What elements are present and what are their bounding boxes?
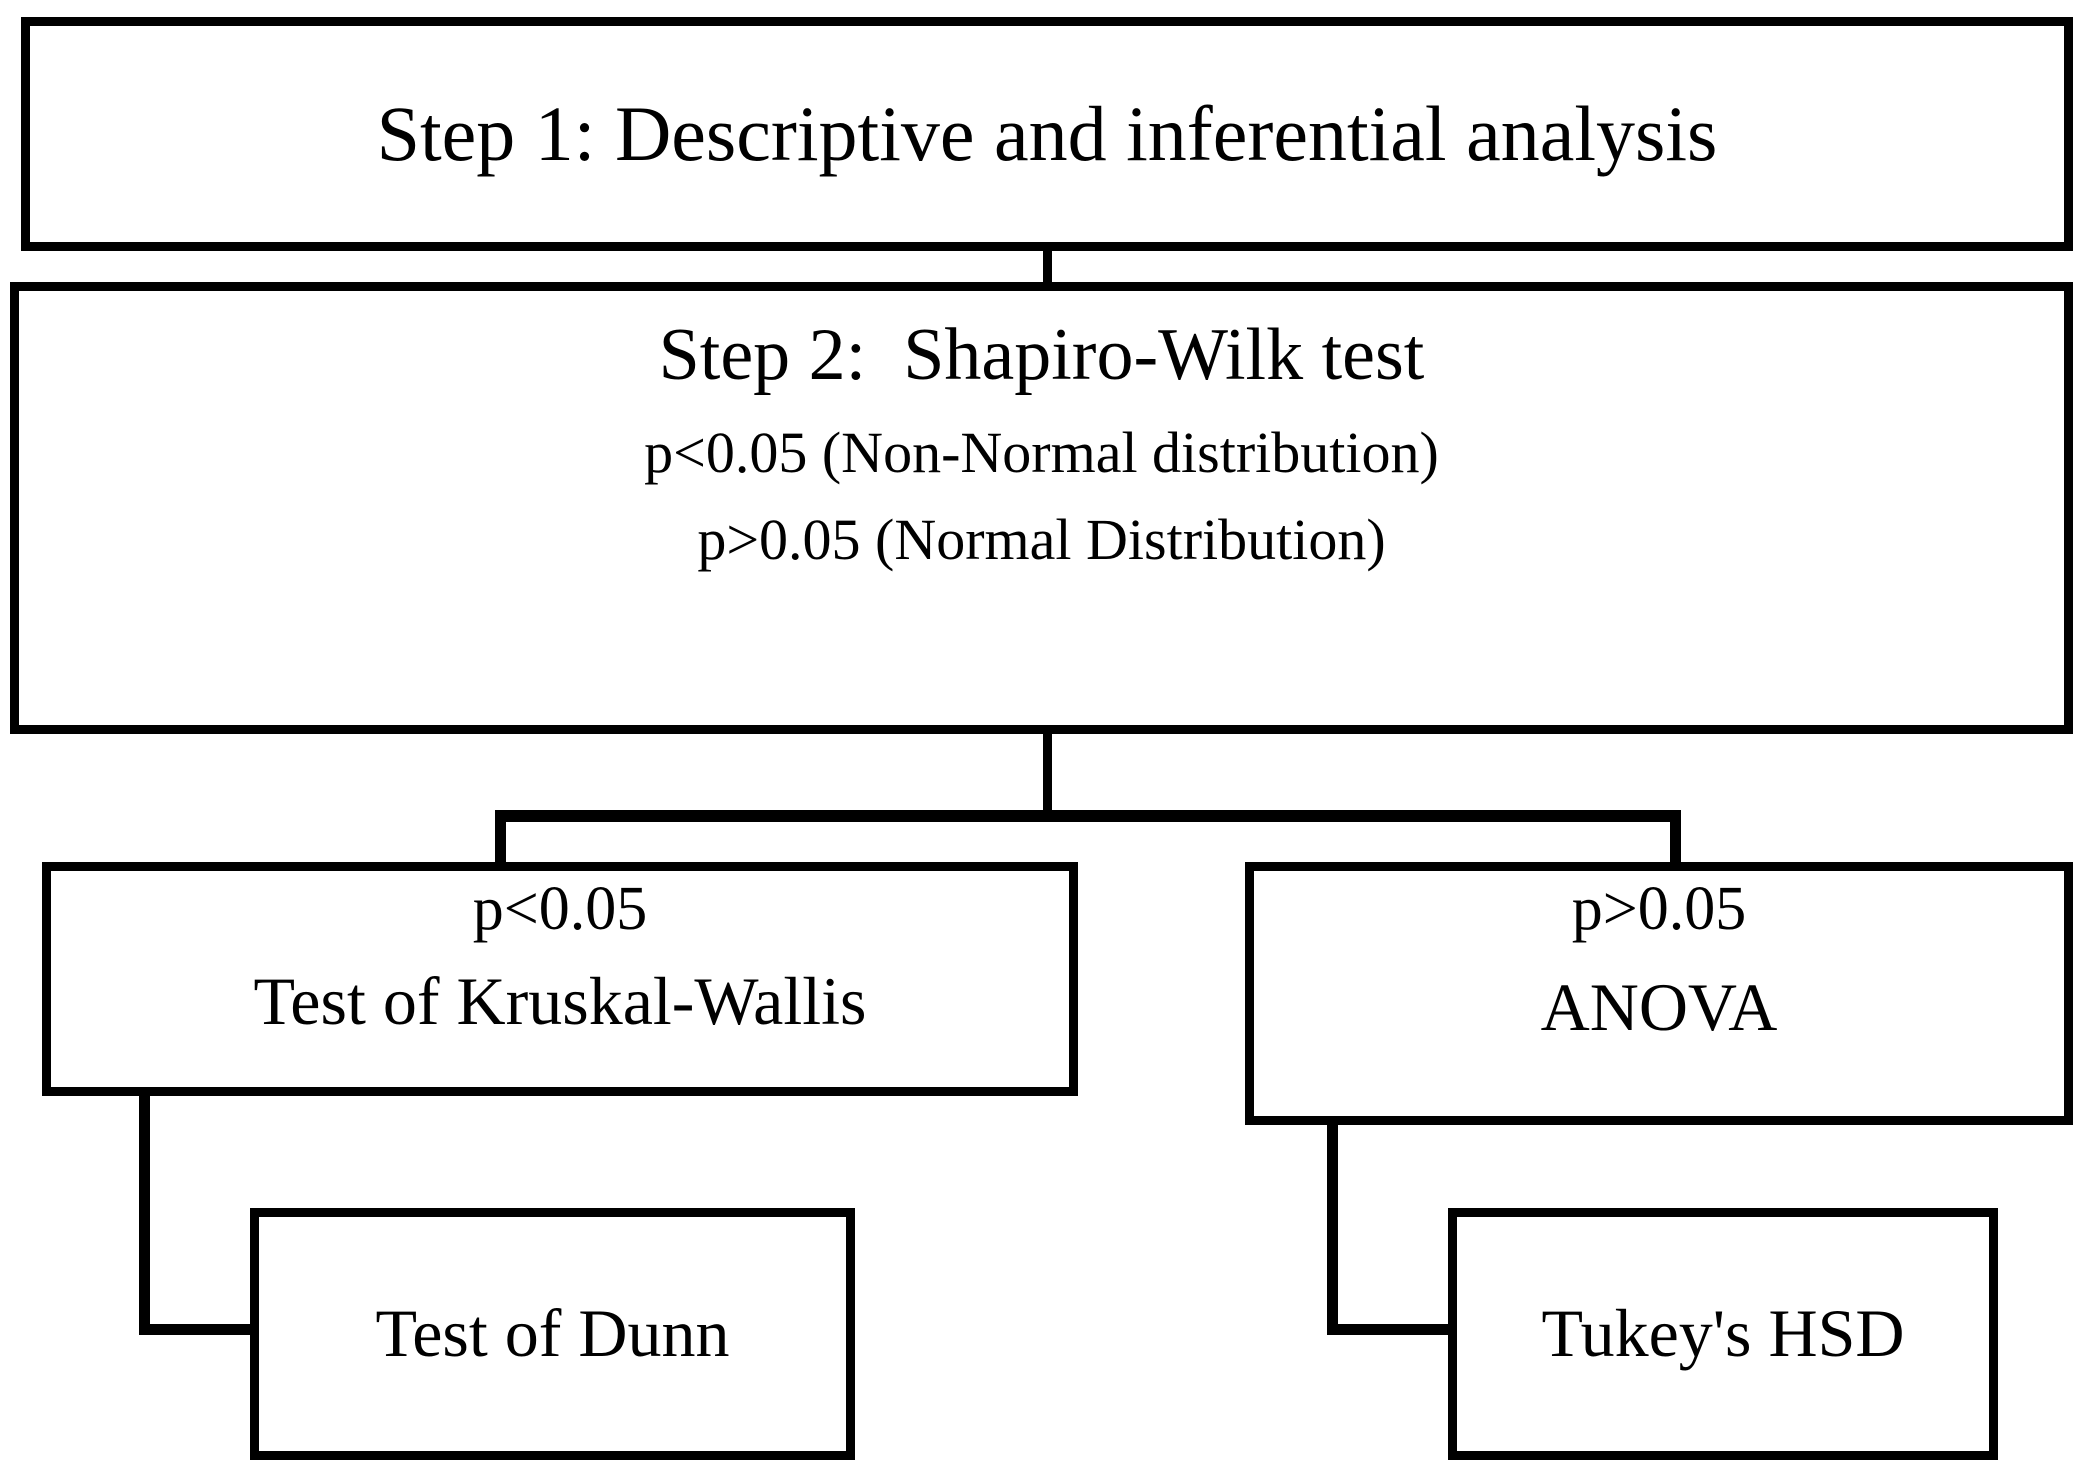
node-tukey-label: Tukey's HSD bbox=[1541, 1295, 1905, 1372]
node-dunn: Test of Dunn bbox=[250, 1208, 855, 1460]
node-tukey-hsd: Tukey's HSD bbox=[1448, 1208, 1998, 1460]
connector-kruskal-to-dunn-vertical bbox=[139, 1090, 150, 1335]
connector-kruskal-to-dunn-horizontal bbox=[139, 1324, 257, 1335]
connector-split-left-drop bbox=[495, 810, 506, 868]
node-kruskal-condition: p<0.05 bbox=[472, 875, 648, 943]
connector-split-right-drop bbox=[1670, 810, 1681, 868]
connector-step2-stem bbox=[1043, 729, 1052, 819]
node-step2: Step 2: Shapiro-Wilk test p<0.05 (Non-No… bbox=[10, 282, 2073, 734]
node-kruskal-label: Test of Kruskal-Wallis bbox=[253, 963, 867, 1040]
connector-step1-to-step2 bbox=[1043, 246, 1052, 288]
node-step2-line1: p<0.05 (Non-Normal distribution) bbox=[644, 419, 1439, 485]
node-dunn-label: Test of Dunn bbox=[375, 1295, 730, 1372]
node-step2-line2: p>0.05 (Normal Distribution) bbox=[697, 506, 1386, 572]
node-step1-label: Step 1: Descriptive and inferential anal… bbox=[376, 90, 1718, 178]
node-kruskal-wallis: p<0.05 Test of Kruskal-Wallis bbox=[42, 862, 1078, 1096]
node-anova: p>0.05 ANOVA bbox=[1245, 862, 2073, 1125]
node-step1: Step 1: Descriptive and inferential anal… bbox=[21, 17, 2073, 251]
connector-anova-to-tukey-horizontal bbox=[1327, 1324, 1455, 1335]
connector-anova-to-tukey-vertical bbox=[1327, 1119, 1338, 1335]
node-anova-label: ANOVA bbox=[1540, 969, 1778, 1046]
node-step2-heading: Step 2: Shapiro-Wilk test bbox=[658, 314, 1425, 396]
connector-split-horizontal-bar bbox=[495, 810, 1681, 822]
node-anova-condition: p>0.05 bbox=[1571, 875, 1747, 943]
